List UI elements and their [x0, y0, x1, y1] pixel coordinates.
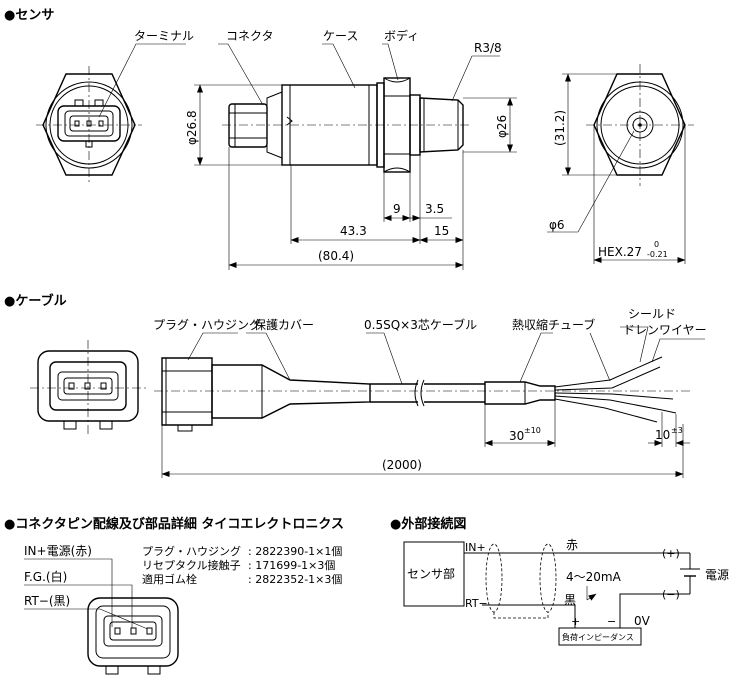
pin-label-in-plus: IN+電源(赤) — [24, 544, 92, 558]
label-connector: コネクタ — [226, 29, 274, 43]
ext-black: 黒 — [564, 593, 576, 607]
label-thread: R3/8 — [474, 41, 502, 55]
dim-hex-tol-lower: -0.21 — [647, 250, 668, 259]
label-cover: 保護カバー — [254, 317, 314, 332]
label-cable: 0.5SQ×3芯ケーブル — [364, 317, 477, 332]
dim-hex-tol-upper: 0 — [654, 240, 659, 249]
cable-dimensions: 30 ±10 10 ±3 (2000) — [161, 400, 690, 478]
pin-label-fg: F.G.(白) — [24, 569, 67, 584]
part-value-2: : 2822352-1×3個 — [248, 573, 342, 586]
part-name-2: 適用ゴム栓 — [142, 572, 197, 586]
cable-side-view — [154, 356, 690, 432]
ext-in-plus: IN+ — [465, 541, 486, 554]
label-shield: シールド — [628, 307, 676, 321]
label-shrink: 熱収縮チューブ — [512, 317, 595, 332]
cable-plug-end-view — [30, 340, 146, 436]
dim-3-5: 3.5 — [425, 202, 444, 216]
dim-phi6: φ6 — [549, 218, 565, 232]
label-body: ボディ — [384, 28, 419, 43]
dim-15: 15 — [434, 224, 449, 238]
parts-list: プラグ・ハウジング : 2822390-1×1個 リセプタクル接触子 : 171… — [142, 544, 342, 586]
ext-rt-minus: RT− — [465, 597, 488, 610]
sensor-port-dimensions: (31.2) φ6 HEX.27 0 -0.21 — [547, 73, 686, 264]
heading-sensor: ●センサ — [4, 8, 54, 23]
label-case: ケース — [323, 29, 358, 43]
dim-10: 10 — [655, 428, 670, 442]
dim-10-tol: ±3 — [671, 426, 683, 435]
dim-hex: HEX.27 — [598, 245, 642, 259]
dim-43-3: 43.3 — [340, 224, 367, 238]
ext-zero-v: 0V — [634, 614, 651, 628]
dim-9: 9 — [393, 202, 401, 216]
dim-31-2: (31.2) — [553, 110, 567, 146]
label-terminal: ターミナル — [134, 29, 194, 43]
cable-callouts: プラグ・ハウジング 保護カバー 0.5SQ×3芯ケーブル 熱収縮チューブ シール… — [153, 307, 707, 385]
heading-external: ●外部接続図 — [390, 516, 466, 532]
pinout-connector — [87, 597, 179, 675]
pinout-labels: IN+電源(赤) F.G.(白) RT−(黒) — [24, 544, 151, 631]
part-name-0: プラグ・ハウジング — [142, 544, 241, 558]
ext-sensor-label: センサ部 — [407, 566, 455, 581]
dim-30-tol: ±10 — [524, 426, 541, 435]
part-name-1: リセプタクル接触子 — [142, 558, 241, 572]
external-diagram: センサ部 IN+ RT− 赤 (+) 黒 4〜20mA (−) 電源 + − 0… — [403, 538, 729, 646]
dim-2000: (2000) — [382, 458, 422, 472]
sensor-connector-end-view — [36, 66, 142, 184]
ext-current: 4〜20mA — [566, 570, 622, 584]
sensor-port-end-view — [586, 64, 694, 186]
heading-pinout: ●コネクタピン配線及び部品詳細 タイコエレクトロニクス — [4, 516, 344, 532]
ext-load-label: 負荷インピーダンス — [562, 632, 634, 642]
sensor-side-callouts: コネクタ ケース ボディ R3/8 — [218, 28, 502, 106]
ext-red: 赤 — [566, 538, 578, 552]
sensor-side-view — [222, 77, 472, 173]
label-drain-wire: ドレンワイヤー — [623, 323, 707, 337]
part-value-1: : 171699-1×3個 — [248, 559, 335, 572]
label-plug-housing: プラグ・ハウジング — [153, 318, 261, 332]
ext-load-plus: + — [571, 615, 580, 628]
dim-phi26: φ26 — [495, 115, 509, 138]
pin-label-rt-minus: RT−(黒) — [24, 594, 70, 608]
terminal-callout: ターミナル — [98, 29, 194, 118]
ext-minus-terminal: (−) — [662, 588, 680, 601]
dim-phi26-8: φ26.8 — [185, 110, 199, 145]
ext-load-minus: − — [607, 615, 616, 628]
ext-power: 電源 — [705, 568, 729, 582]
ext-plus-terminal: (+) — [662, 547, 680, 560]
part-value-0: : 2822390-1×1個 — [248, 545, 342, 558]
dim-30: 30 — [509, 429, 524, 443]
sensor-side-dimensions: φ26.8 φ26 9 3.5 43.3 15 (80.4) — [185, 84, 517, 270]
dim-80-4: (80.4) — [318, 249, 354, 263]
heading-cable: ●ケーブル — [4, 293, 67, 309]
